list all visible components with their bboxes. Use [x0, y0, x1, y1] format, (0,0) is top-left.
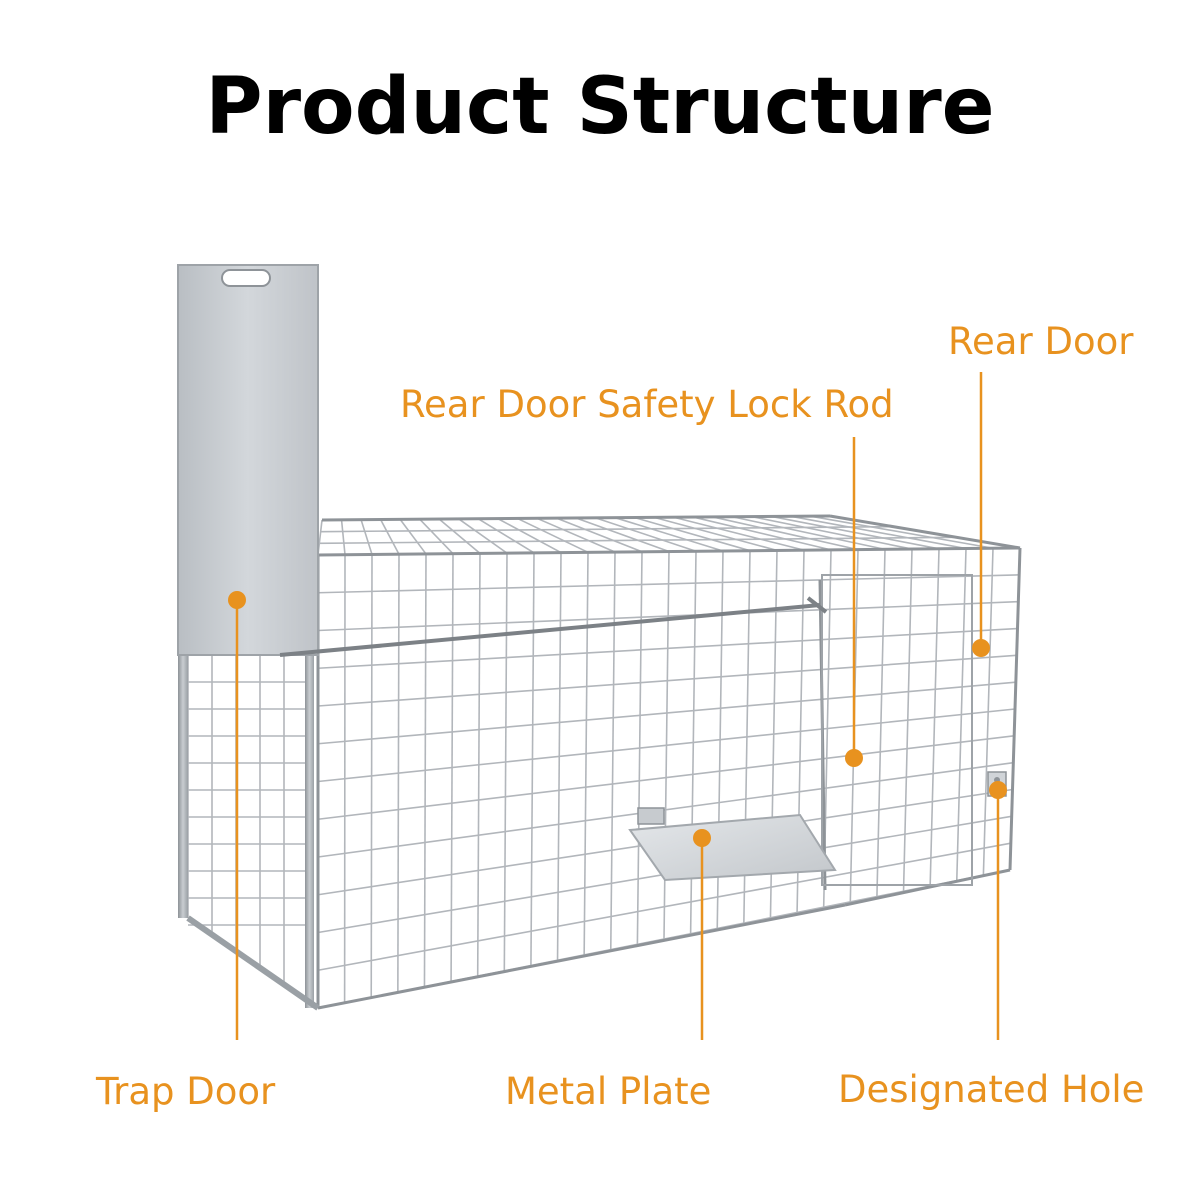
page-title: Product Structure — [205, 62, 995, 152]
trap-door-sheet — [177, 264, 319, 656]
rear-door-panel — [821, 574, 973, 886]
rear-door-label: Rear Door — [948, 320, 1134, 363]
lock-rod-dot — [845, 749, 863, 767]
designated-hole-dot — [989, 781, 1007, 799]
callout-lines — [235, 372, 1000, 1040]
lock-rod-label: Rear Door Safety Lock Rod — [400, 383, 894, 426]
trap-door-guide-rail-right — [305, 508, 314, 1008]
metal-plate-label: Metal Plate — [505, 1070, 712, 1113]
rear-door-dot — [972, 639, 990, 657]
lock-rod — [279, 596, 828, 657]
designated-hole-label: Designated Hole — [838, 1068, 1145, 1111]
trap-door-dot — [228, 591, 246, 609]
trap-door-label: Trap Door — [96, 1070, 276, 1113]
metal-plate-dot — [693, 829, 711, 847]
callout-dots — [228, 591, 1007, 847]
trap-door-guide-rail — [178, 468, 188, 918]
metal-trigger-plate — [628, 807, 837, 882]
